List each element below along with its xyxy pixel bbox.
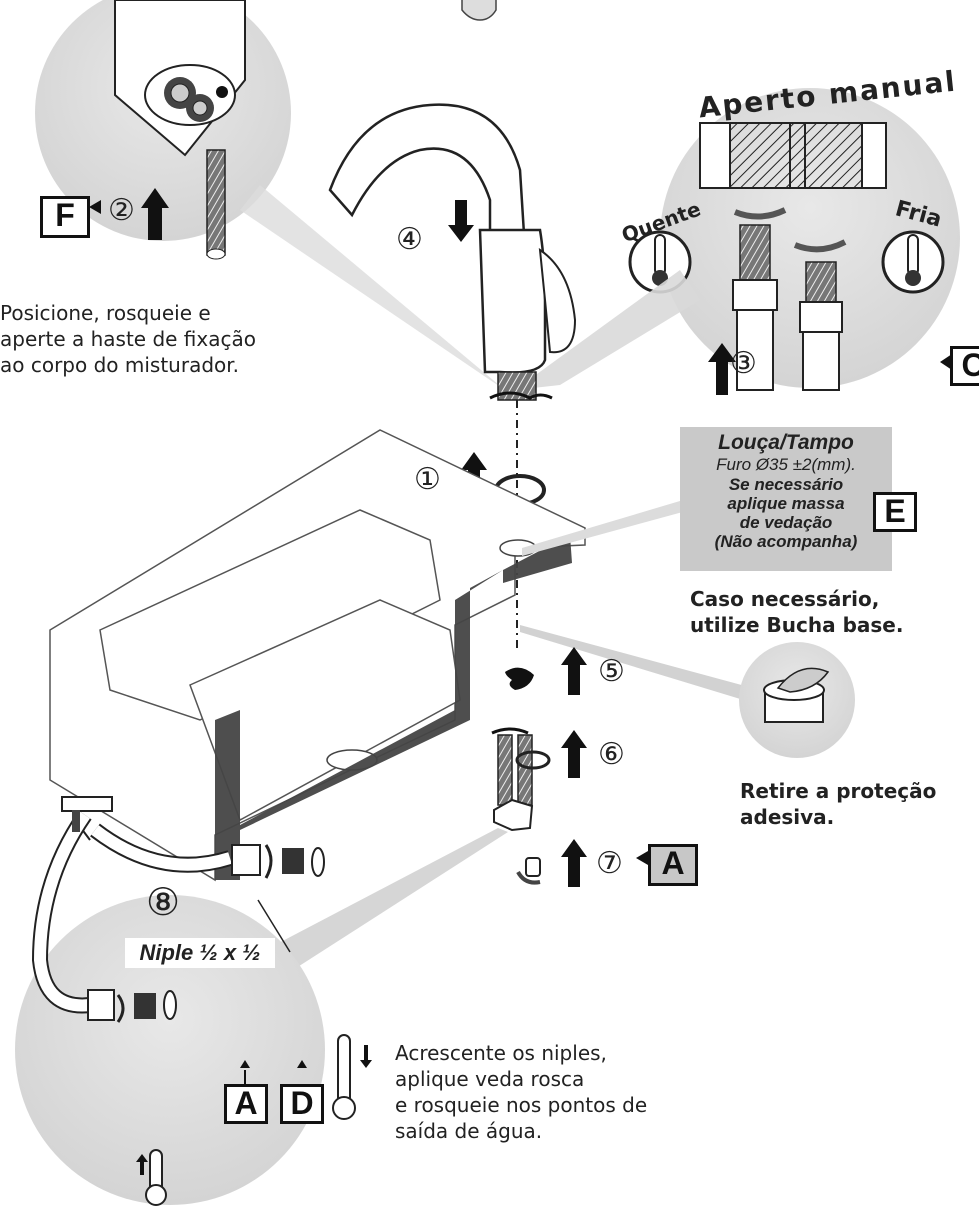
down-arrow-4	[448, 200, 474, 242]
cold-thermometer-small-icon	[337, 1034, 351, 1106]
letter-d-badge: D	[280, 1084, 324, 1124]
sink	[49, 429, 586, 882]
step-1: ①	[414, 462, 441, 497]
step-2: ②	[108, 193, 135, 228]
step-8: ⑧	[146, 880, 181, 924]
fixing-rod-note: Posicione, rosqueie e aperte a haste de …	[0, 301, 256, 377]
spec-title: Louça/Tampo	[718, 431, 854, 454]
spec-line-2: aplique massa	[727, 494, 845, 513]
letter-f-badge: F	[40, 196, 90, 238]
hose-left	[497, 734, 513, 806]
detail-circle-fixing-rod	[35, 0, 291, 260]
letter-e-badge: E	[873, 492, 917, 532]
up-arrow-3	[708, 343, 736, 395]
letter-a-badge-small: A	[224, 1084, 268, 1124]
up-arrow-5	[561, 647, 587, 695]
niples-note: Acrescente os niples, aplique veda rosca…	[395, 1041, 648, 1143]
step-7: ⑦	[596, 846, 623, 881]
step-5: ⑤	[598, 654, 625, 689]
clip	[505, 667, 534, 690]
detail-circle-hoses	[628, 88, 960, 395]
up-arrow-6	[561, 730, 587, 778]
up-arrow-2	[141, 188, 169, 240]
spec-hole: Furo Ø35 ±2(mm).	[716, 455, 856, 474]
spec-box: Louça/Tampo Furo Ø35 ±2(mm). Se necessár…	[680, 427, 892, 571]
hose-right	[517, 734, 533, 806]
letter-c-badge: C	[950, 346, 979, 386]
letter-a-badge: A	[648, 844, 698, 886]
niple-label: Niple ½ x ½	[125, 938, 275, 968]
up-arrow-7	[561, 839, 587, 887]
faucet	[328, 103, 577, 401]
step-6: ⑥	[598, 737, 625, 772]
protection-note: Retire a proteção adesiva.	[740, 779, 937, 829]
fixing-rod	[206, 149, 226, 256]
spec-line-3: de vedação	[739, 513, 833, 532]
top-icon-fragment	[461, 0, 497, 21]
spec-line-1: Se necessário	[728, 475, 844, 494]
spec-line-4: (Não acompanha)	[714, 532, 858, 551]
step-3: ③	[730, 346, 757, 381]
step-4: ④	[396, 222, 423, 257]
bucha-note: Caso necessário, utilize Bucha base.	[690, 587, 904, 637]
detail-circle-niples	[15, 796, 372, 1206]
